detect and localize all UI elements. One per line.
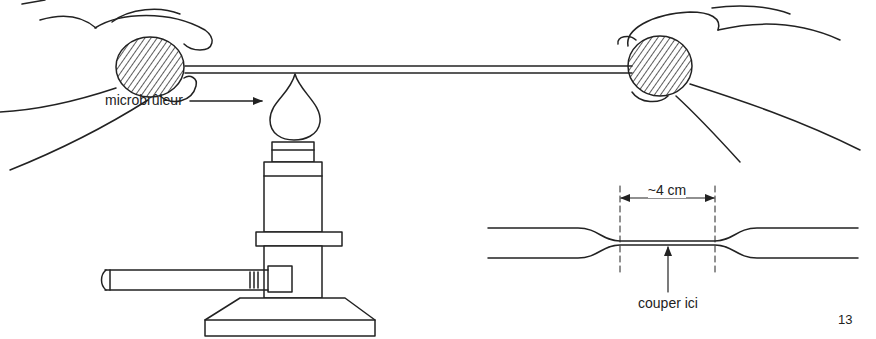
dimension-label: ~4 cm [648,182,687,198]
note-label: couper ici [638,295,698,311]
flame [270,74,320,140]
part-label: microbrûleur [105,92,183,108]
leader-line [190,100,262,102]
left-hand [0,0,212,170]
page-number: 13 [838,312,852,328]
burner [102,142,376,336]
right-hand [618,6,860,162]
leader-line [667,247,668,292]
drawn-tube [488,228,858,258]
glass-tube [185,66,632,73]
